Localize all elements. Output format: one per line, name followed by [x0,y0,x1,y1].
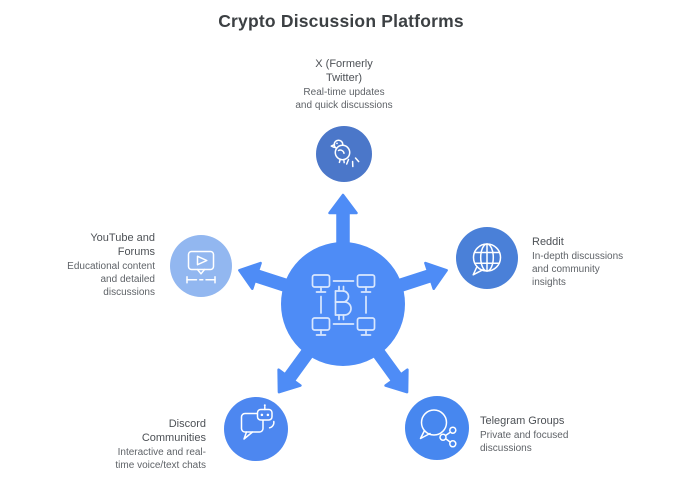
node-subtitle: Educational content and detailed discuss… [67,261,155,299]
chat-bot-icon [240,404,275,440]
node-youtube-forums [170,235,232,297]
node-title: YouTube and Forums [90,232,155,259]
node-label-telegram-groups: Telegram Groups Private and focused disc… [480,414,630,455]
node-subtitle: In-depth discussions and community insig… [532,251,624,289]
node-circle-youtube [170,235,232,297]
node-subtitle: Interactive and real- time voice/text ch… [115,447,206,472]
hub-circle [281,242,405,366]
video-chat-icon [186,250,216,284]
bitcoin-network-icon [311,274,376,336]
node-title: Discord Communities [141,418,206,445]
chat-share-icon [419,409,457,448]
node-title: Reddit [532,236,564,248]
bird-flying-icon [330,139,360,168]
node-label-x-twitter: X (Formerly Twitter) Real-time updates a… [254,57,434,112]
node-title: X (Formerly Twitter) [315,58,373,85]
node-circle-discord [224,397,288,461]
node-subtitle: Private and focused discussions [480,430,569,455]
node-label-discord-communities: Discord Communities Interactive and real… [76,417,206,472]
node-discord-communities [224,397,288,461]
node-x-twitter [316,126,372,182]
globe-chat-icon [472,243,502,276]
node-reddit [456,227,518,289]
node-title: Telegram Groups [480,415,565,427]
node-telegram-groups [405,396,469,460]
hub-node [281,242,405,366]
page-title: Crypto Discussion Platforms [218,11,464,31]
node-label-youtube-forums: YouTube and Forums Educational content a… [25,231,155,299]
node-circle-telegram [405,396,469,460]
node-label-reddit: Reddit In-depth discussions and communit… [532,235,672,289]
node-subtitle: Real-time updates and quick discussions [295,87,393,112]
